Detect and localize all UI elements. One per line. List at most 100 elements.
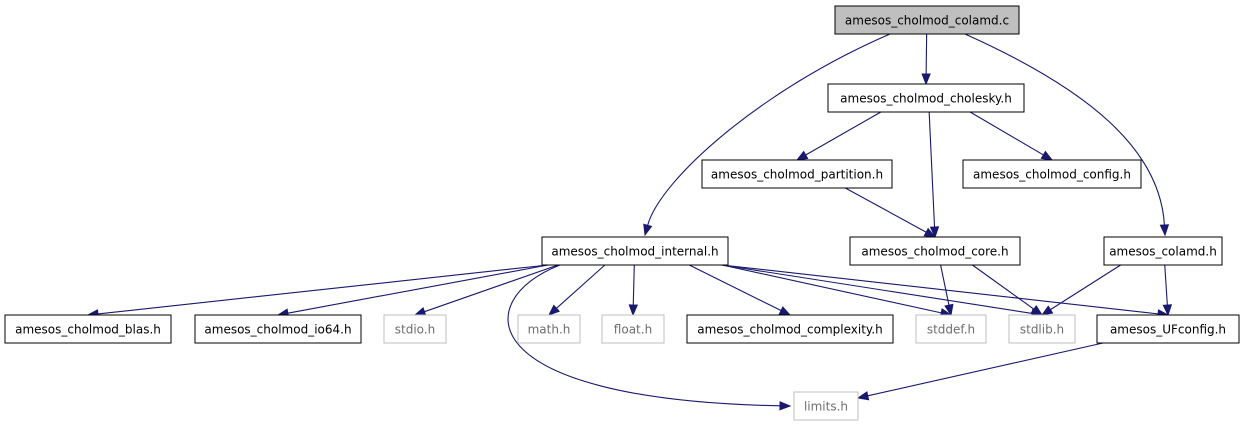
include-edge-internal_h-to-limits_h xyxy=(507,264,792,411)
edge-arrowhead xyxy=(628,304,639,317)
edge-arrowhead xyxy=(795,150,809,161)
edge-line xyxy=(424,264,559,313)
edge-arrowhead xyxy=(1040,305,1054,316)
edge-line xyxy=(721,264,1033,314)
edge-line xyxy=(1164,264,1168,306)
file-node-core-h[interactable]: amesos_cholmod_core.h xyxy=(849,236,1021,266)
node-box xyxy=(383,314,447,344)
include-edge-internal_h-to-io64_h xyxy=(276,264,549,318)
include-edge-internal_h-to-stdio_h xyxy=(413,264,559,317)
edge-line xyxy=(964,33,1165,226)
edge-arrowhead xyxy=(856,391,870,401)
edge-line xyxy=(556,264,606,309)
include-edge-cholesky_h-to-partition_h xyxy=(795,111,882,161)
node-label: amesos_cholmod_partition.h xyxy=(711,168,883,182)
include-edge-internal_h-to-stdlib_h xyxy=(721,264,1044,319)
include-edge-internal_h-to-float_h xyxy=(628,264,639,317)
file-node-io64-h[interactable]: amesos_cholmod_io64.h xyxy=(194,314,362,344)
file-node-math-h[interactable]: math.h xyxy=(517,314,581,344)
file-node-colamd-c: amesos_cholmod_colamd.c xyxy=(834,5,1020,35)
node-label: amesos_cholmod_io64.h xyxy=(204,323,351,337)
edge-line xyxy=(972,264,1035,310)
edge-line xyxy=(940,264,950,306)
edge-arrowhead xyxy=(778,306,792,316)
edge-line xyxy=(925,33,928,75)
node-box xyxy=(4,314,172,344)
node-box xyxy=(834,5,1020,35)
node-box xyxy=(793,391,859,421)
file-node-complexity-h[interactable]: amesos_cholmod_complexity.h xyxy=(686,314,894,344)
node-box xyxy=(194,314,362,344)
node-label: amesos_cholmod_config.h xyxy=(973,168,1131,182)
node-box xyxy=(962,159,1142,189)
edge-arrowhead xyxy=(921,73,931,86)
node-box xyxy=(541,236,729,266)
file-node-colamd-h[interactable]: amesos_colamd.h xyxy=(1103,236,1223,266)
edge-arrowhead xyxy=(779,401,792,411)
node-label: stdio.h xyxy=(395,323,435,337)
node-box xyxy=(827,83,1025,113)
node-box xyxy=(701,159,893,189)
node-label: stdlib.h xyxy=(1020,323,1064,337)
node-layer: amesos_cholmod_colamd.c amesos_cholmod_ch… xyxy=(4,5,1240,421)
node-label: amesos_UFconfig.h xyxy=(1110,323,1226,337)
edge-line xyxy=(1050,264,1121,311)
edge-arrowhead xyxy=(1162,304,1173,317)
node-box xyxy=(915,314,987,344)
node-label: amesos_cholmod_blas.h xyxy=(15,323,161,337)
file-node-stddef-h[interactable]: stddef.h xyxy=(915,314,987,344)
file-node-internal-h[interactable]: amesos_cholmod_internal.h xyxy=(541,236,729,266)
edge-line xyxy=(97,264,549,315)
include-edge-cholesky_h-to-config_h xyxy=(969,111,1054,161)
include-edge-internal_h-to-math_h xyxy=(547,264,606,316)
edge-line xyxy=(507,264,781,407)
file-node-stdlib-h[interactable]: stdlib.h xyxy=(1008,314,1076,344)
node-label: amesos_colamd.h xyxy=(1109,245,1217,259)
file-node-float-h[interactable]: float.h xyxy=(601,314,665,344)
edge-line xyxy=(845,187,927,233)
include-edge-internal_h-to-ufconfig_h xyxy=(721,264,1170,319)
edge-arrowhead xyxy=(929,226,940,239)
file-node-config-h[interactable]: amesos_cholmod_config.h xyxy=(962,159,1142,189)
include-edge-colamd_h-to-stdlib_h xyxy=(1040,264,1121,316)
file-node-partition-h[interactable]: amesos_cholmod_partition.h xyxy=(701,159,893,189)
edge-arrowhead xyxy=(1159,224,1170,237)
edge-line xyxy=(805,111,882,156)
edge-arrowhead xyxy=(413,307,427,317)
edge-line xyxy=(689,264,782,312)
node-label: amesos_cholmod_internal.h xyxy=(551,245,718,259)
node-label: amesos_cholmod_colamd.c xyxy=(845,14,1009,28)
include-edge-colamd_h-to-ufconfig_h xyxy=(1162,264,1173,317)
node-box xyxy=(849,236,1021,266)
include-edge-core_h-to-stddef_h xyxy=(940,264,954,317)
file-node-ufconfig-h[interactable]: amesos_UFconfig.h xyxy=(1096,314,1240,344)
edge-line xyxy=(632,264,635,306)
node-box xyxy=(1103,236,1223,266)
include-edge-partition_h-to-core_h xyxy=(845,187,937,238)
file-node-stdio-h[interactable]: stdio.h xyxy=(383,314,447,344)
node-label: amesos_cholmod_complexity.h xyxy=(697,323,883,337)
node-label: stddef.h xyxy=(927,323,975,337)
file-node-blas-h[interactable]: amesos_cholmod_blas.h xyxy=(4,314,172,344)
include-edge-internal_h-to-blas_h xyxy=(86,264,549,319)
node-box xyxy=(517,314,581,344)
edge-arrowhead xyxy=(643,223,653,237)
node-label: math.h xyxy=(528,323,571,337)
node-box xyxy=(686,314,894,344)
file-node-limits-h[interactable]: limits.h xyxy=(793,391,859,421)
include-edge-colamd_c-to-internal_h xyxy=(643,33,891,237)
edge-line xyxy=(867,342,1104,397)
edge-arrowhead xyxy=(1040,150,1054,161)
include-edge-colamd_c-to-colamd_h xyxy=(964,33,1170,237)
edge-line xyxy=(969,111,1044,156)
include-edge-internal_h-to-stddef_h xyxy=(721,264,953,318)
edge-line xyxy=(647,33,891,226)
node-label: amesos_cholmod_core.h xyxy=(861,245,1008,259)
include-edge-internal_h-to-complexity_h xyxy=(689,264,792,316)
node-box xyxy=(1008,314,1076,344)
node-box xyxy=(1096,314,1240,344)
file-node-cholesky-h[interactable]: amesos_cholmod_cholesky.h xyxy=(827,83,1025,113)
edge-arrowhead xyxy=(923,227,937,238)
include-edge-colamd_c-to-cholesky_h xyxy=(921,33,931,86)
